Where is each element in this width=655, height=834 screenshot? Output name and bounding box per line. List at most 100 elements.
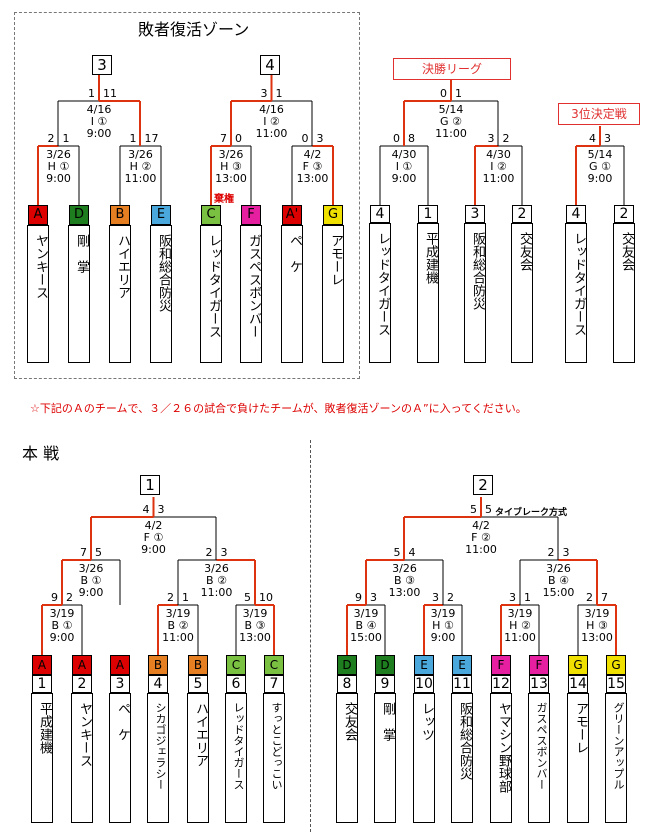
team-name: ハイエリア <box>115 234 130 299</box>
score-left: 5 <box>470 503 477 516</box>
score-left: 9 <box>51 591 58 604</box>
match-info: 4/2 F ① 9:00 <box>141 519 166 556</box>
team-number: 13 <box>529 675 549 693</box>
match-info: 3/26 B ③ 13:00 <box>388 562 421 599</box>
score-right: 11 <box>103 87 117 100</box>
match-info: 3/19 H ③ 13:00 <box>581 607 613 644</box>
team-name: 阪和総合防災 <box>156 234 171 312</box>
score-right: 2 <box>447 591 454 604</box>
team-number: 10 <box>414 675 434 693</box>
score-left: 0 <box>440 87 447 100</box>
match-info: 4/2 F ② 11:00 <box>465 519 497 556</box>
team-number: 1 <box>32 675 52 693</box>
score-right: 17 <box>144 132 159 145</box>
score-left: 2 <box>167 591 174 604</box>
team-name-box: 阪和総合防災 <box>451 693 473 823</box>
team-name-box: 交友会 <box>613 223 635 363</box>
team-name-box: 剛 掌 <box>68 225 90 363</box>
team-name: ヤンキース <box>33 234 48 299</box>
score-right: 5 <box>95 546 102 559</box>
score-right: 2 <box>502 132 510 145</box>
team-letter-badge: B <box>188 655 208 675</box>
match-info: 4/16 I ② 11:00 <box>255 103 288 140</box>
team-name: 交友会 <box>342 702 357 741</box>
team-letter-badge: G <box>323 205 343 225</box>
team-name-box: 平成建機 <box>417 223 439 363</box>
score-right: 4 <box>408 546 416 559</box>
score-left: 9 <box>355 591 362 604</box>
match-info: 5/14 G ① 9:00 <box>587 148 613 185</box>
team-name: 阪和総合防災 <box>470 232 485 310</box>
team-name: 剛 掌 <box>74 234 89 273</box>
team-letter-badge: D <box>337 655 357 675</box>
team-name: ヤンキース <box>77 702 92 767</box>
match-info: 3/19 B ③ 13:00 <box>239 607 271 644</box>
team-number: 1 <box>418 205 438 223</box>
seed-box-3: 3 <box>92 55 112 75</box>
team-name-box: 交友会 <box>511 223 533 363</box>
score-right: 0 <box>235 132 242 145</box>
score-right: 1 <box>275 87 283 100</box>
team-name-box: シカゴジェラシー <box>147 693 169 823</box>
team-name-box: ヤンキース <box>27 225 49 363</box>
score-right: 3 <box>157 503 165 516</box>
team-letter-badge: D <box>375 655 395 675</box>
team-number: 14 <box>568 675 588 693</box>
team-letter-badge: E <box>151 205 171 225</box>
team-name: ペ ケ <box>115 702 130 741</box>
team-letter-badge: A <box>32 655 52 675</box>
team-name-box: レッドタイガース <box>200 225 222 363</box>
match-info: 4/30 I ① 9:00 <box>391 148 417 185</box>
match-info: 3/26 B ① 9:00 <box>78 562 104 599</box>
team-number: 2 <box>72 675 92 693</box>
score-right: 1 <box>455 87 462 100</box>
score-right: 1 <box>524 591 531 604</box>
score-right: 1 <box>182 591 189 604</box>
match-info: 3/19 H ① 9:00 <box>430 607 456 644</box>
team-number: 4 <box>148 675 168 693</box>
team-number: 3 <box>465 205 485 223</box>
team-name-box: ヤマシン野球部 <box>490 693 512 823</box>
team-letter-badge: E <box>414 655 434 675</box>
team-name: 交友会 <box>517 232 532 271</box>
team-letter-badge: G <box>568 655 588 675</box>
team-letter-badge: C <box>201 205 221 225</box>
team-name: 平成建機 <box>37 702 52 754</box>
score-right: 2 <box>66 591 73 604</box>
team-letter-badge: F <box>241 205 261 225</box>
score-left: 5 <box>393 546 401 559</box>
team-number: 8 <box>337 675 357 693</box>
match-info: 3/26 B ④ 15:00 <box>542 562 575 599</box>
main-divider <box>310 440 311 832</box>
match-info: 3/19 H ② 11:00 <box>504 607 536 644</box>
third-place-label: 3位決定戦 <box>558 103 640 125</box>
team-name: グリーンアップル <box>612 702 625 790</box>
team-name: レッドタイガース <box>206 234 221 338</box>
team-number: 11 <box>452 675 472 693</box>
score-left: 5 <box>244 591 251 604</box>
team-letter-badge: A <box>28 205 48 225</box>
team-name-box: ガスペスボンバー <box>240 225 262 363</box>
team-name-box: ハイエリア <box>109 225 131 363</box>
team-number: 5 <box>188 675 208 693</box>
team-name: アモーレ <box>573 702 588 754</box>
team-name-box: ペ ケ <box>109 693 131 823</box>
team-number: 2 <box>614 205 634 223</box>
match-info: 4/30 I ② 11:00 <box>482 148 515 185</box>
team-name: ガスペスボンバー <box>246 234 261 338</box>
team-letter-badge: B <box>110 205 130 225</box>
team-name-box: ガスペスボンバー <box>528 693 550 823</box>
score-right: 3 <box>220 546 228 559</box>
score-left: 4 <box>142 503 150 516</box>
team-name-box: 平成建機 <box>31 693 53 823</box>
score-left: 2 <box>205 546 213 559</box>
team-name: レッドタイガース <box>571 232 586 336</box>
team-name: 阪和総合防災 <box>457 702 472 780</box>
team-number: 7 <box>264 675 284 693</box>
score-right: 8 <box>408 132 415 145</box>
team-number: 6 <box>226 675 246 693</box>
score-left: 7 <box>80 546 87 559</box>
note-text: ☆下記のＡのチームで、３／２６の試合で負けたチームが、敗者復活ゾーンのＡ”に入っ… <box>30 402 527 415</box>
score-left: 1 <box>88 87 95 100</box>
team-name-box: アモーレ <box>567 693 589 823</box>
